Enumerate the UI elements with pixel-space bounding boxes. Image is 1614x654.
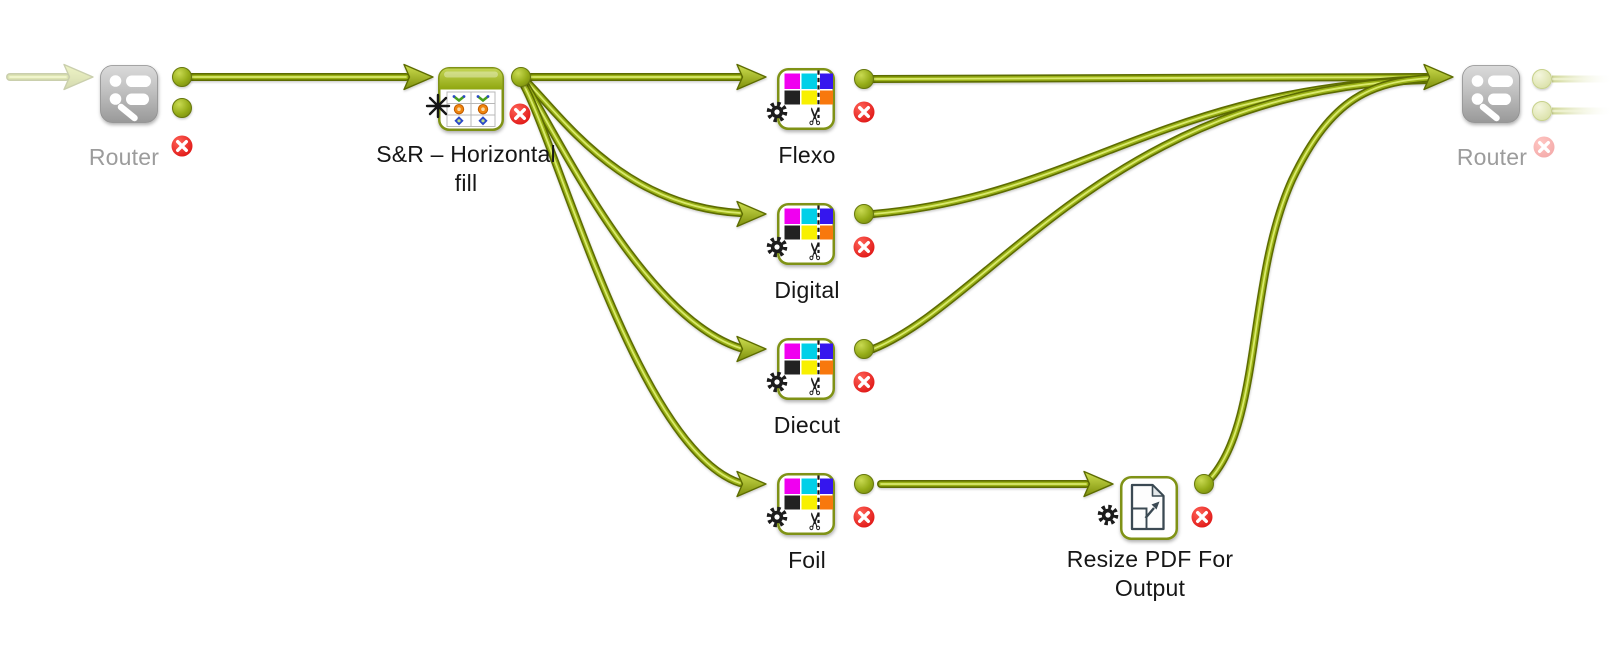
- port-out-digital[interactable]: [854, 204, 874, 224]
- error-badge-diecut[interactable]: [851, 369, 877, 395]
- port-out-resize[interactable]: [1194, 474, 1214, 494]
- port-out-router-left-2[interactable]: [172, 98, 192, 118]
- node-icon-router-right[interactable]: [1463, 66, 1520, 123]
- gear-icon: [1100, 507, 1116, 523]
- port-out-sr[interactable]: [511, 67, 531, 87]
- edge-sr-to-diecut[interactable]: [519, 77, 767, 363]
- resize-document-glyph: [1130, 483, 1165, 531]
- node-icon-resize-pdf[interactable]: [1120, 476, 1178, 540]
- port-out-router-right-1[interactable]: [1532, 69, 1552, 89]
- error-badge-flexo[interactable]: [851, 99, 877, 125]
- port-out-foil[interactable]: [854, 474, 874, 494]
- node-label-digital: Digital: [774, 277, 840, 303]
- node-label-router-left: Router: [88, 144, 160, 170]
- node-label-diecut: Diecut: [773, 412, 841, 438]
- node-icon-flexo[interactable]: [777, 68, 835, 130]
- error-badge-resize[interactable]: [1189, 504, 1215, 530]
- error-badge-foil[interactable]: [851, 504, 877, 530]
- snowflake-icon: [425, 93, 451, 119]
- edge-routerleft-to-sr[interactable]: [187, 63, 434, 91]
- edge-flexo-to-routerright[interactable]: [869, 73, 1431, 83]
- node-icon-foil[interactable]: [777, 473, 835, 535]
- edge-resize-to-routerright[interactable]: [1207, 74, 1434, 482]
- port-out-diecut[interactable]: [854, 339, 874, 359]
- edge-diecut-to-routerright[interactable]: [869, 76, 1434, 353]
- edge-layer: [187, 63, 1454, 498]
- node-label-sr: S&R – Horizontal fill: [376, 141, 556, 196]
- node-label-flexo: Flexo: [778, 142, 836, 168]
- node-label-resize: Resize PDF For Output: [1066, 546, 1234, 601]
- edge-sr-to-flexo[interactable]: [527, 63, 767, 91]
- sr-grid-motifs: [452, 95, 490, 126]
- port-out-router-right-2[interactable]: [1532, 101, 1552, 121]
- node-icon-router-left[interactable]: [101, 66, 158, 123]
- node-label-foil: Foil: [788, 547, 826, 573]
- edge-foil-to-resize[interactable]: [877, 470, 1114, 498]
- port-out-flexo[interactable]: [854, 69, 874, 89]
- edge-sr-to-digital[interactable]: [520, 75, 767, 228]
- overlay-layer: [169, 93, 1557, 530]
- node-label-router-right: Router: [1456, 144, 1528, 170]
- port-out-router-left-1[interactable]: [172, 67, 192, 87]
- node-icon-sr-horizontal-fill[interactable]: [438, 67, 504, 131]
- error-badge-sr[interactable]: [507, 101, 533, 127]
- node-icon-diecut[interactable]: [777, 338, 835, 400]
- error-badge-digital[interactable]: [851, 234, 877, 260]
- node-layer: [101, 66, 1520, 540]
- edge-sr-to-foil[interactable]: [518, 78, 767, 498]
- sr-grid: [446, 91, 496, 127]
- edge-incoming-faded[interactable]: [6, 63, 94, 91]
- node-icon-digital[interactable]: [777, 203, 835, 265]
